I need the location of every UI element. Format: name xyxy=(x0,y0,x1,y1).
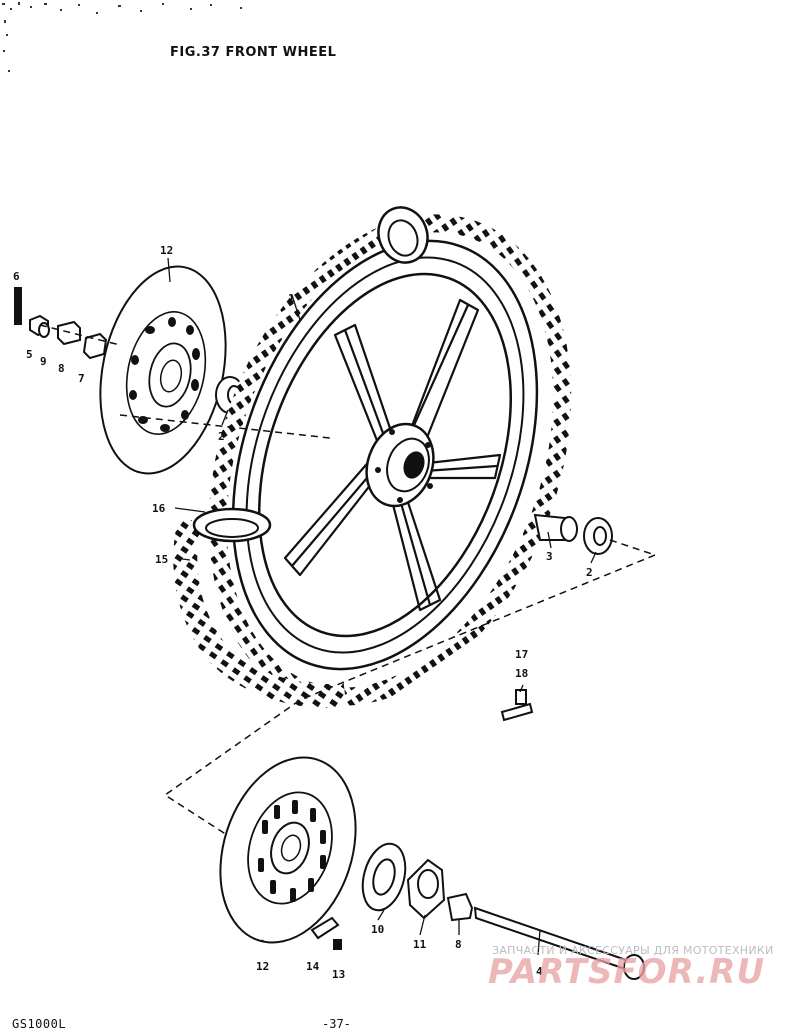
scan-noise xyxy=(2,2,242,72)
callout-5: 5 xyxy=(26,348,33,361)
callout-13: 13 xyxy=(332,968,345,981)
valve-stem xyxy=(500,689,534,722)
callout-18: 18 xyxy=(515,667,528,680)
callout-2: 2 xyxy=(218,430,225,443)
callout-10: 10 xyxy=(371,923,384,936)
callout-14: 14 xyxy=(306,960,320,973)
callout-4: 4 xyxy=(536,965,543,978)
callout-8: 8 xyxy=(58,362,65,375)
speedometer-drive-assembly xyxy=(361,842,645,980)
callout-12: 12 xyxy=(160,244,173,257)
spacer-and-bearing-right xyxy=(533,513,613,555)
callout-12: 12 xyxy=(256,960,269,973)
callout-11: 11 xyxy=(413,938,427,951)
callout-7: 7 xyxy=(78,372,85,385)
callout-15: 15 xyxy=(155,553,168,566)
model-code: GS1000L xyxy=(12,1017,67,1031)
callout-2: 2 xyxy=(586,566,593,579)
callout-16: 16 xyxy=(152,502,166,515)
page-number: -37- xyxy=(322,1017,351,1031)
callout-8: 8 xyxy=(455,938,462,951)
callout-labels: 1 2 2 3 4 5 6 7 8 8 9 10 11 12 12 13 14 … xyxy=(13,244,593,981)
disc-lock-bolt xyxy=(310,916,342,950)
figure-title: FIG.37 FRONT WHEEL xyxy=(170,45,337,60)
callout-1: 1 xyxy=(288,292,295,305)
callout-3: 3 xyxy=(546,550,553,563)
front-wheel xyxy=(208,214,572,706)
watermark-brand: PARTSFOR.RU xyxy=(488,952,766,992)
assembly-lines xyxy=(39,324,656,901)
tire-cutaway xyxy=(173,206,429,708)
callout-9: 9 xyxy=(40,355,47,368)
watermark-caption: ЗАПЧАСТИ И АКСЕССУАРЫ ДЛЯ МОТОТЕХНИКИ xyxy=(492,944,774,957)
callout-leaders xyxy=(167,257,597,956)
callout-17: 17 xyxy=(515,648,528,661)
callout-6: 6 xyxy=(13,270,20,283)
brake-disc-lower xyxy=(219,756,357,944)
